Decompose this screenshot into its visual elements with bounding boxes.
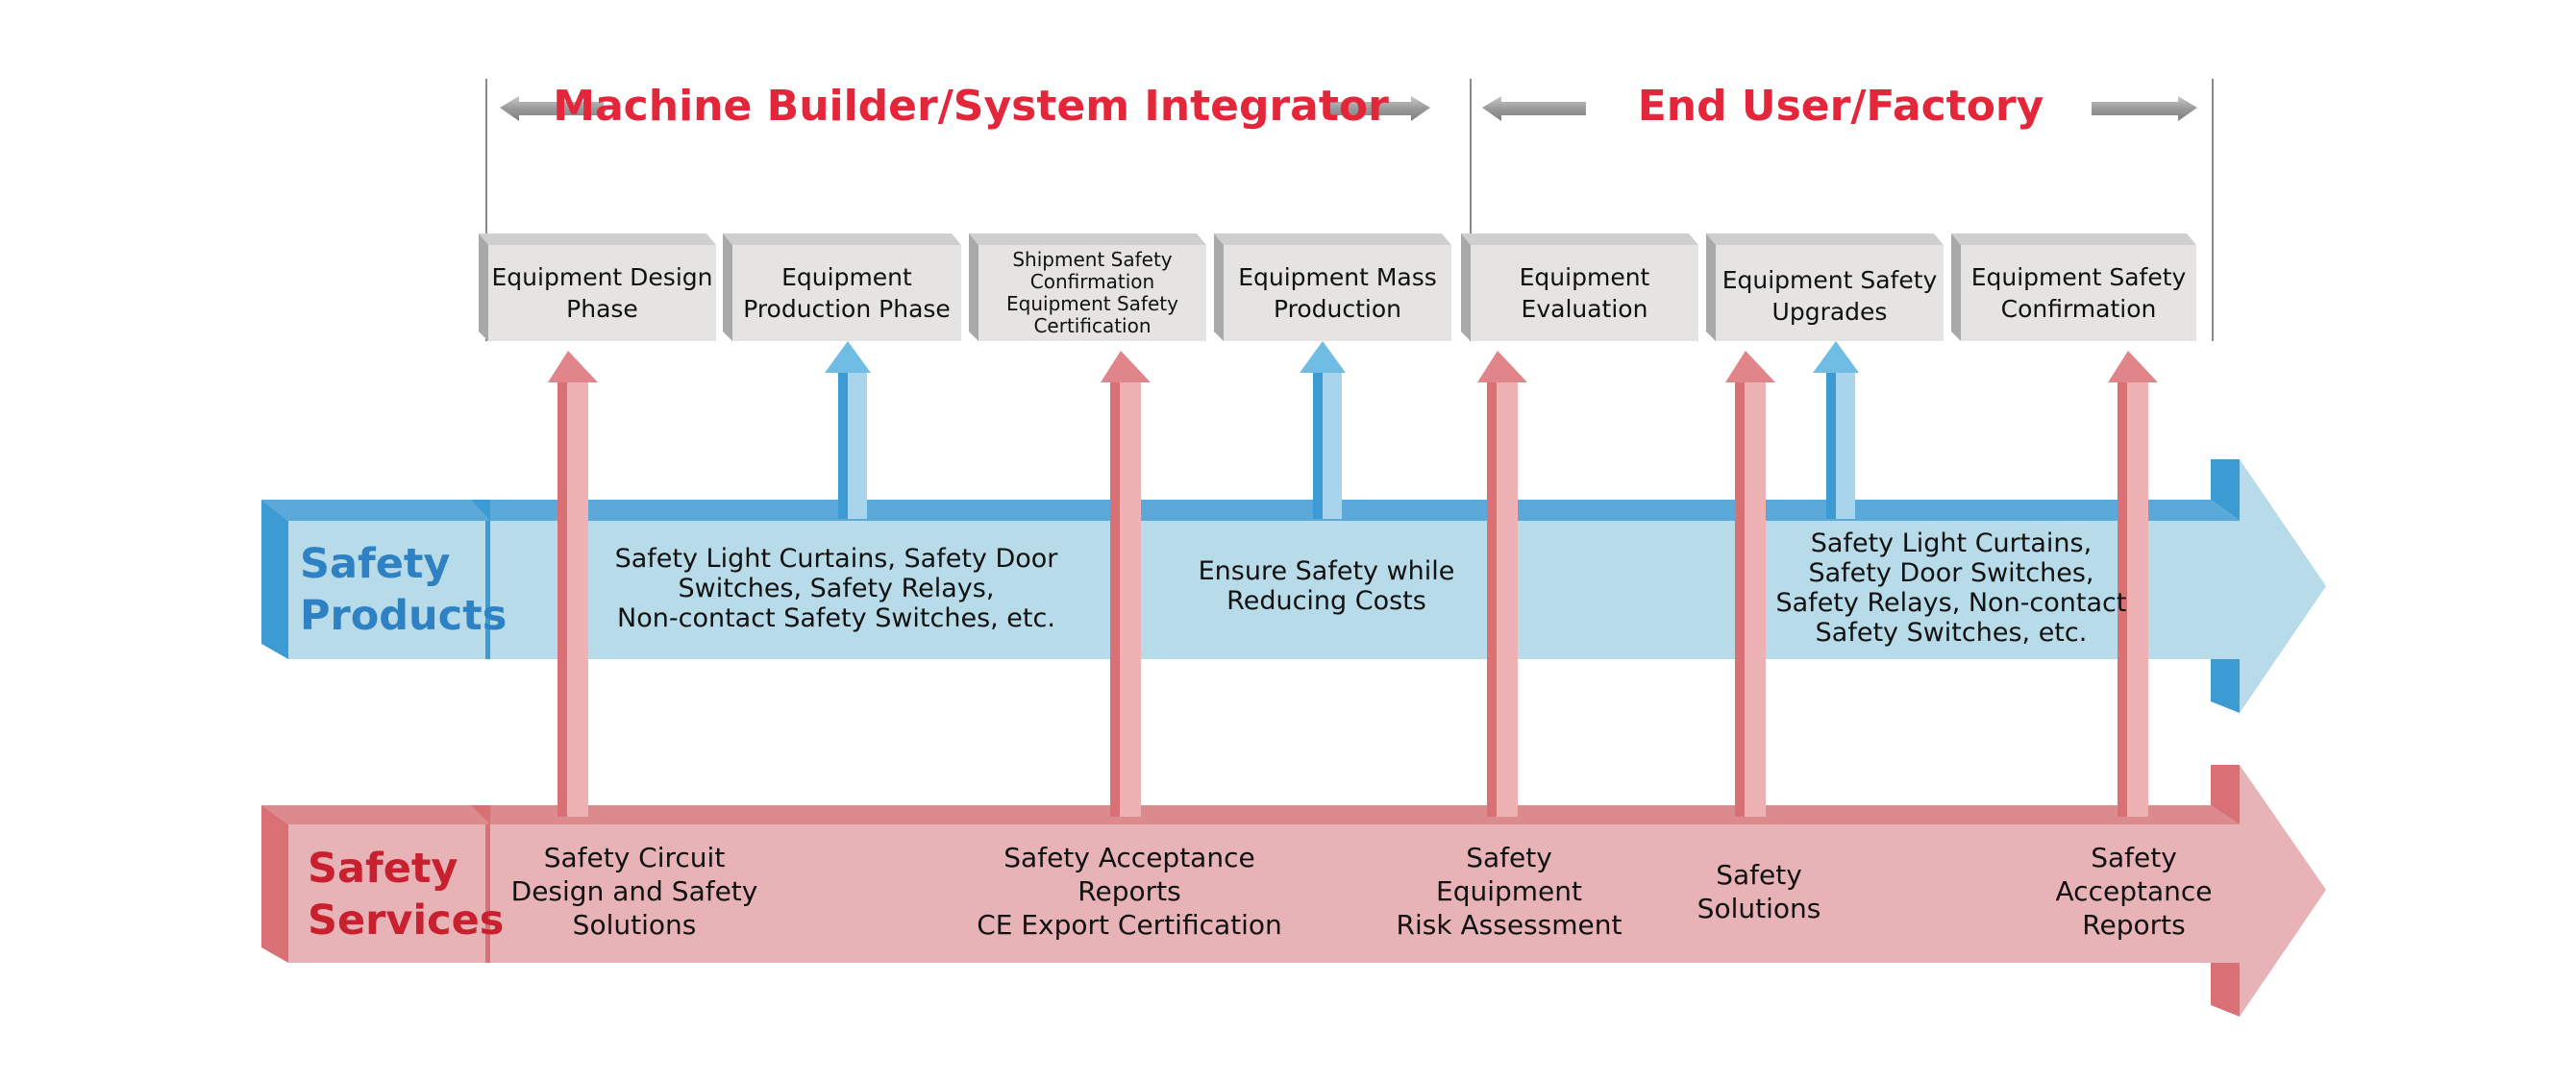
left-arrow-icon — [1482, 96, 1586, 121]
phase-box — [1706, 233, 1944, 341]
product-up-arrow — [1300, 341, 1346, 519]
service-up-arrow — [2108, 351, 2158, 817]
header-end-user: End User/Factory — [1637, 81, 2044, 131]
safety-services-band — [261, 765, 2326, 1017]
right-arrow-icon — [1330, 96, 1430, 121]
phase-box — [1461, 233, 1698, 341]
service-up-arrow — [1101, 351, 1151, 817]
safety-products-title: Safety Products — [300, 540, 508, 640]
product-item: Safety Light Curtains,Safety Door Switch… — [1775, 528, 2127, 648]
left-arrow-icon — [500, 96, 604, 121]
service-up-arrow — [548, 351, 598, 817]
product-up-arrow — [825, 341, 871, 519]
right-arrow-icon — [2092, 96, 2197, 121]
service-up-arrow — [1725, 351, 1775, 817]
phase-box — [479, 233, 716, 341]
phase-box — [723, 233, 961, 341]
phase-box — [1951, 233, 2196, 341]
phase-box — [1214, 233, 1451, 341]
header-machine-builder: Machine Builder/System Integrator — [553, 81, 1389, 131]
product-up-arrow — [1813, 341, 1859, 519]
safety-services-title: Safety Services — [308, 845, 505, 945]
phase-boxes — [479, 233, 2196, 341]
safety-products-band — [261, 459, 2326, 713]
service-up-arrow — [1477, 351, 1527, 817]
phase-box — [969, 233, 1206, 341]
